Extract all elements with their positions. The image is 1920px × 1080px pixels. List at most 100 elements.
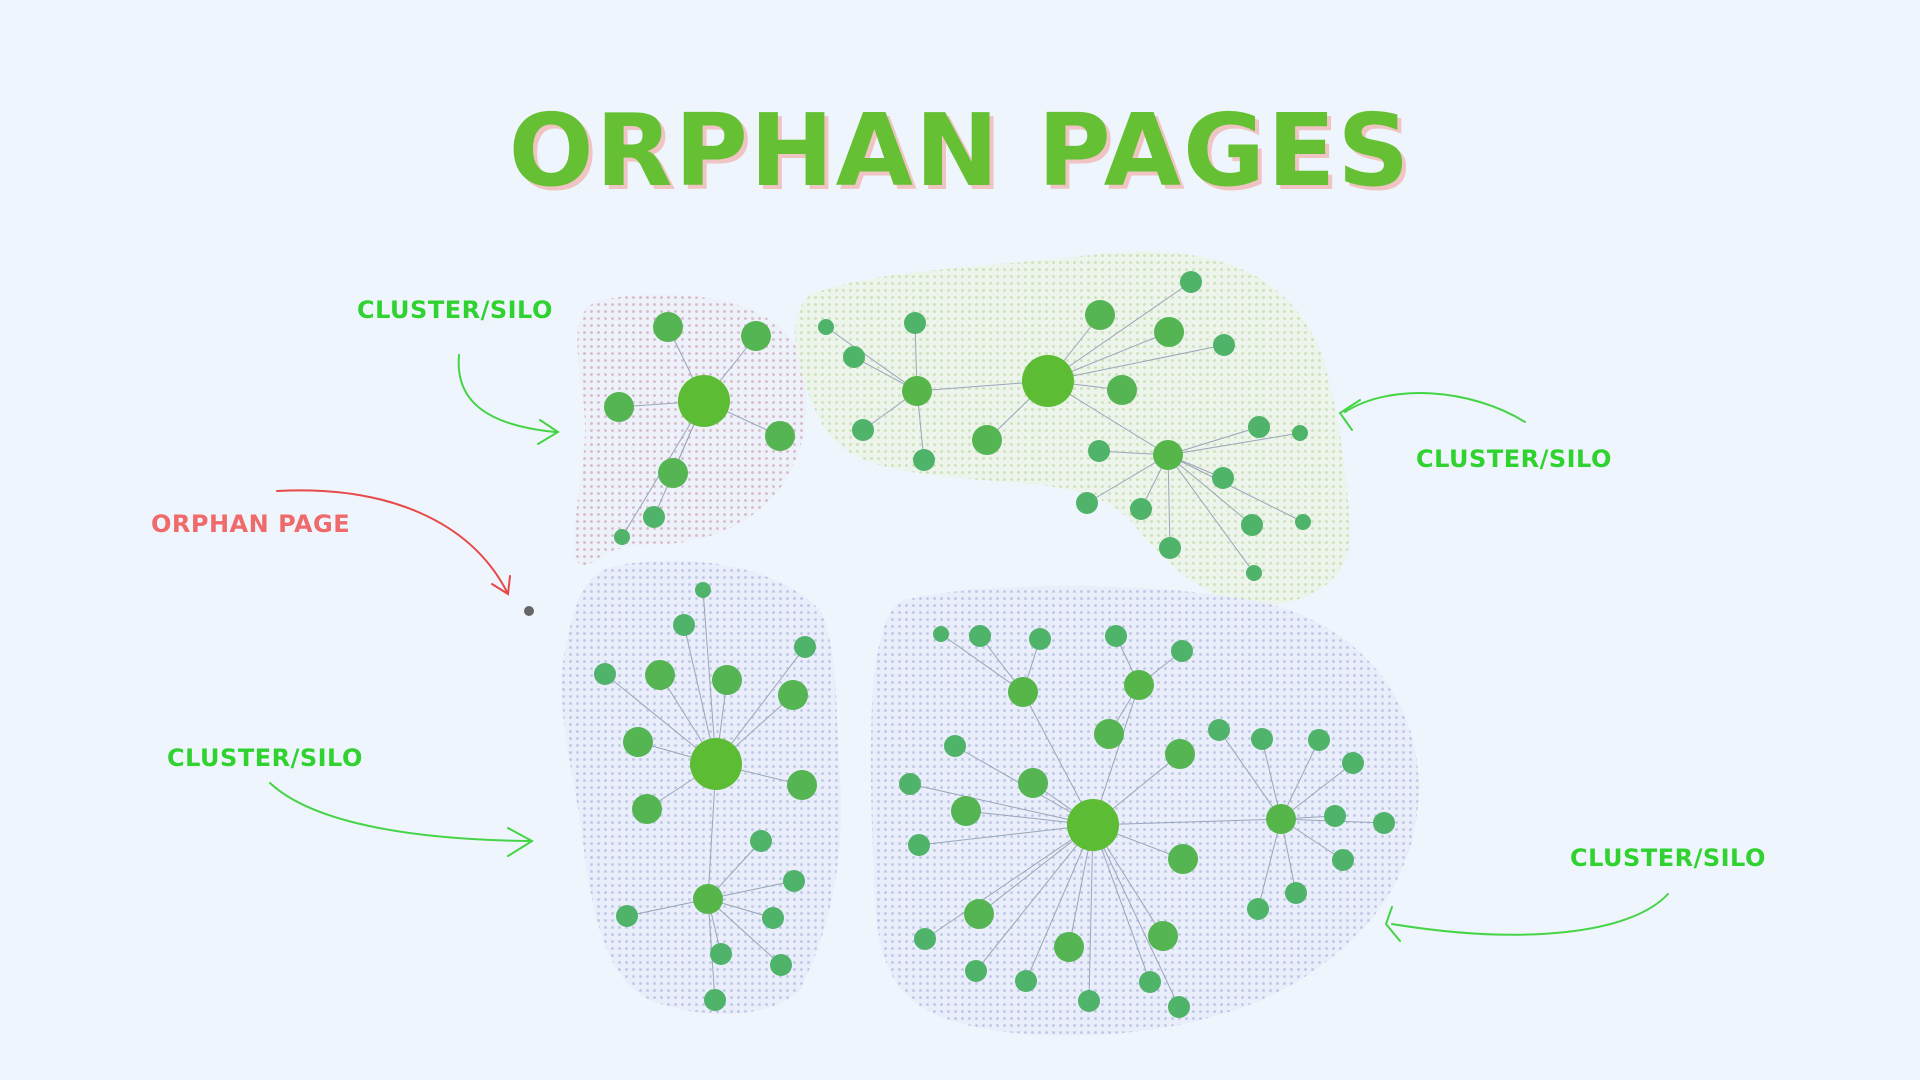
page-node-top-right [1154,317,1184,347]
page-node-top-left [643,506,665,528]
page-node-bottom-left [632,794,662,824]
node-layer [594,271,1395,1018]
edge-top-right [1167,454,1255,574]
cluster-blob-top-left [573,294,807,566]
cluster-label-bottom-right: CLUSTER/SILO [1570,844,1766,872]
page-node-bottom-left [783,870,805,892]
page-node-top-right [1180,271,1202,293]
page-node-top-right [1088,440,1110,462]
edge-bottom-right [975,824,1094,972]
arrow-top-left [457,354,560,445]
page-node-top-right [1107,375,1137,405]
hub-node-top-left [678,375,730,427]
page-node-top-left [614,529,630,545]
arrow-orphan [276,489,511,596]
page-node-bottom-right [1015,970,1037,992]
page-node-bottom-right [1168,996,1190,1018]
page-node-bottom-right [1373,812,1395,834]
edge-bottom-right [1092,824,1151,983]
page-node-bottom-left [645,660,675,690]
page-node-bottom-right [1078,990,1100,1012]
page-node-top-left [658,458,688,488]
edge-bottom-right [1092,818,1282,826]
page-node-top-right [972,425,1002,455]
page-node-bottom-left [712,665,742,695]
page-node-top-right [1085,300,1115,330]
edge-top-right [1047,281,1192,382]
edge-top-right [1167,426,1260,456]
edge-bottom-right [1025,824,1094,982]
page-node-bottom-right [969,625,991,647]
page-node-top-right [1213,334,1235,356]
page-node-bottom-right [1324,805,1346,827]
page-node-bottom-right [1251,728,1273,750]
page-node-bottom-right [1285,882,1307,904]
cluster-label-bottom-left: CLUSTER/SILO [167,744,363,772]
page-node-top-right [1248,416,1270,438]
page-node-bottom-right [964,899,994,929]
page-node-bottom-right [951,796,981,826]
page-node-top-left [741,321,771,351]
edge-top-right [1167,454,1171,549]
page-node-bottom-left [594,663,616,685]
edge-top-right [1047,344,1225,382]
page-node-bottom-right [1165,739,1195,769]
page-node-bottom-right [1332,849,1354,871]
page-node-bottom-left [623,727,653,757]
arrow-bottom-left [269,782,534,857]
edge-bottom-right [1257,818,1282,910]
page-node-bottom-left [762,907,784,929]
sub-hub-node-top-right [902,376,932,406]
sub-hub-node-bottom-right [1008,677,1038,707]
page-node-top-right [1130,498,1152,520]
edge-bottom-right [924,824,1094,940]
page-node-bottom-right [933,626,949,642]
page-node-bottom-right [944,735,966,757]
page-node-bottom-left [616,905,638,927]
edge-top-right [1086,454,1169,504]
page-node-top-left [604,392,634,422]
sub-hub-node-bottom-right [1266,804,1296,834]
page-node-bottom-right [1029,628,1051,650]
page-node-bottom-right [1054,932,1084,962]
arrow-bottom-right [1384,893,1669,942]
page-node-bottom-right [1105,625,1127,647]
page-node-bottom-right [899,773,921,795]
page-node-bottom-right [1308,729,1330,751]
page-title: ORPHAN PAGES [508,92,1412,209]
page-node-top-left [653,312,683,342]
page-node-bottom-left [750,830,772,852]
page-node-bottom-right [1148,921,1178,951]
page-node-bottom-right [1094,719,1124,749]
page-node-top-right [818,319,834,335]
hub-node-bottom-left [690,738,742,790]
orphan-page-node [524,606,534,616]
page-node-bottom-left [794,636,816,658]
sub-hub-node-bottom-right [1124,670,1154,700]
sub-hub-node-bottom-left [693,884,723,914]
cluster-blob-top-right [794,251,1351,605]
cluster-blob-bottom-right [870,585,1419,1036]
page-node-top-right [913,449,935,471]
edge-bottom-right [1218,729,1282,820]
edge-bottom-right [940,633,1024,693]
arrow-top-right [1338,392,1526,431]
page-node-top-right [1295,514,1311,530]
page-node-bottom-left [710,943,732,965]
edge-bottom-right [909,783,1094,826]
page-node-bottom-left [778,680,808,710]
cluster-blob-bottom-left [561,560,841,1014]
page-node-bottom-right [1139,971,1161,993]
edge-top-right [1167,454,1304,523]
page-node-top-right [1241,514,1263,536]
edge-bottom-right [1088,824,1094,1002]
edge-top-right [825,326,918,392]
page-node-top-right [904,312,926,334]
page-node-bottom-left [673,614,695,636]
page-node-bottom-left [704,989,726,1011]
hub-node-top-right [1022,355,1074,407]
edge-top-right [1167,432,1301,456]
sub-hub-node-top-right [1153,440,1183,470]
edge-bottom-right [1280,762,1354,820]
